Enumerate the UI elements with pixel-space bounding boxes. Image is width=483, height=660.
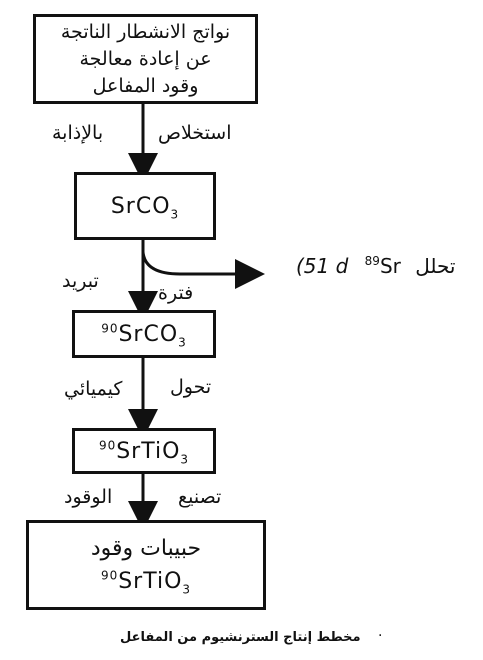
sr90-mass-2: 90	[98, 438, 117, 453]
box1-line-2: عن إعادة معالجة	[79, 47, 212, 70]
srco3-formula: SrCO	[110, 193, 171, 219]
90srco3-formula: SrCO	[118, 321, 179, 347]
footer-dot: .	[378, 624, 383, 640]
decay-branch-arrow	[141, 251, 265, 289]
srco3-subscript: 3	[170, 206, 180, 221]
cooling-label: تبريد	[62, 270, 99, 292]
decay-period-label: فترة	[158, 282, 194, 304]
90srtio3-formula: SrTiO	[116, 438, 181, 464]
step4-left-label: الوقود	[64, 486, 113, 508]
box-fuel-pellets: حبيبات وقود 90SrTiO3	[26, 520, 266, 610]
box1-line-1: نواتج الانشطار الناتجة	[60, 20, 231, 43]
fuel-subscript: 3	[182, 582, 192, 597]
90srco3-subscript: 3	[178, 334, 187, 349]
fuel-formula: SrTiO	[118, 569, 183, 594]
step4-right-label: تصنيع	[178, 486, 222, 508]
sr89-element: Sr	[379, 254, 401, 278]
step1-right-label: استخلاص	[158, 122, 232, 144]
sr90-mass: 90	[101, 321, 119, 336]
step3-left-label: كيميائي	[64, 378, 123, 400]
box-fission-products: نواتج الانشطار الناتجة عن إعادة معالجة و…	[33, 14, 258, 104]
step1-left-label: بالإذابة	[52, 122, 104, 144]
sr90-mass-3: 90	[100, 568, 119, 583]
figure-caption: مخطط إنتاج السترنشيوم من المفاعل	[120, 630, 361, 645]
box-srco3: SrCO3	[74, 172, 216, 240]
decay-word: تحلل	[415, 254, 456, 278]
sr89-decay-annotation: (51 d 89Sr تحلل	[296, 254, 455, 278]
box-90srtio3: 90SrTiO3	[72, 428, 216, 474]
box1-line-3: وقود المفاعل	[92, 74, 199, 97]
half-life: (51 d	[296, 254, 349, 278]
step3-right-label: تحول	[170, 376, 212, 398]
90srtio3-subscript: 3	[180, 451, 190, 466]
fuel-pellets-text: حبيبات وقود	[90, 536, 202, 561]
box-90srco3: 90SrCO3	[72, 310, 216, 358]
sr89-mass: 89	[364, 254, 380, 269]
